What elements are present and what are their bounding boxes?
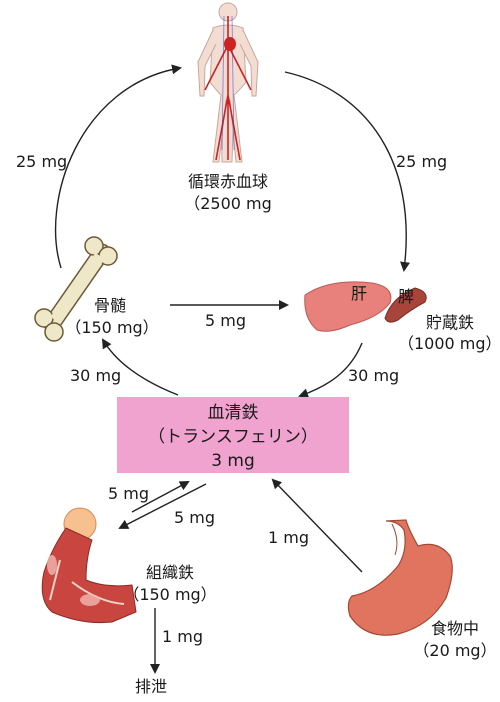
flow-food-to-serum: 1 mg — [268, 528, 310, 547]
flow-tissue-to-serum: 5 mg — [108, 484, 150, 503]
rbc-name: 循環赤血球 — [187, 172, 268, 191]
rbc-amount: （2500 mg — [184, 194, 272, 213]
serum-name: 血清鉄 — [207, 403, 259, 423]
serum-amount: 3 mg — [211, 451, 255, 471]
muscle-arm-icon — [41, 507, 137, 623]
arrow-serum-to-marrow — [101, 338, 179, 396]
liver-label: 肝 — [351, 284, 368, 303]
arrow-serum-to-tissue — [118, 483, 207, 529]
human-circulation-icon — [197, 2, 259, 163]
arrow-marrow-to-rbc — [54, 64, 182, 269]
food-amount: （20 mg） — [413, 641, 497, 660]
flow-serum-to-tissue: 5 mg — [174, 508, 216, 527]
arrow-storage-to-serum — [298, 342, 363, 399]
flow-marrow-to-rbc: 25 mg — [16, 152, 68, 171]
excretion-label: 排泄 — [135, 677, 168, 696]
tissue-name: 組織鉄 — [145, 563, 194, 582]
bone-icon — [34, 236, 118, 342]
flow-tissue-to-excretion: 1 mg — [162, 627, 204, 646]
arrow-rbc-to-storage — [284, 71, 410, 272]
flow-rbc-to-storage: 25 mg — [396, 152, 448, 171]
spleen-icon — [384, 287, 427, 323]
flow-marrow-to-storage: 5 mg — [205, 311, 247, 330]
marrow-amount: （150 mg） — [65, 318, 159, 337]
flow-storage-to-serum: 30 mg — [348, 366, 400, 385]
spleen-label: 脾 — [398, 287, 415, 306]
stomach-icon — [347, 519, 453, 636]
arrow-tissue-to-serum — [131, 481, 190, 513]
serum-iron-box: 血清鉄 （トランスフェリン） 3 mg — [117, 397, 349, 473]
liver-icon — [304, 281, 392, 332]
serum-carrier: （トランスフェリン） — [148, 427, 318, 447]
food-name: 食物中 — [430, 619, 479, 638]
arrow-food-to-serum — [271, 478, 363, 573]
storage-name: 貯蔵鉄 — [425, 313, 474, 332]
flow-serum-to-marrow: 30 mg — [70, 366, 122, 385]
tissue-amount: （150 mg） — [123, 585, 217, 604]
storage-amount: （1000 mg） — [398, 334, 500, 353]
marrow-name: 骨髄 — [93, 296, 126, 315]
